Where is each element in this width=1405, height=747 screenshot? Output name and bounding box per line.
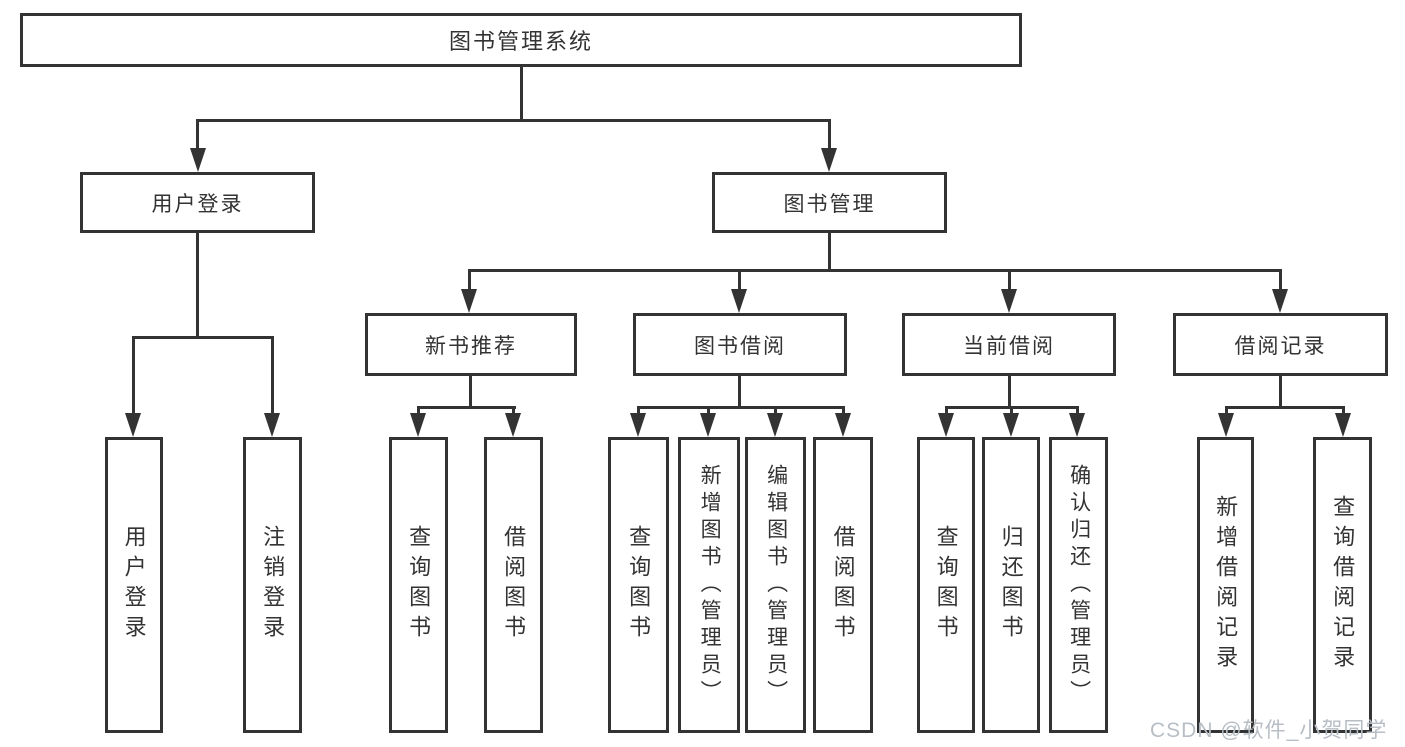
csdn-watermark: CSDN @软件_小贺同学 [1150,719,1388,742]
node-label: 借阅图书 [830,525,856,645]
connector-line [520,67,523,121]
node-label: 新增图书（管理员） [698,463,722,707]
node-borrowing-records: 借阅记录 [1173,313,1388,376]
connector-line [512,406,515,418]
connector-arrowhead [1218,413,1234,437]
connector-arrowhead [821,148,837,172]
leaf-logout: 注销登录 [243,437,302,733]
connector-line [707,406,710,418]
connector-line [468,269,1282,272]
connector-line [271,336,274,416]
leaf-return-book: 归还图书 [982,437,1040,733]
connector-line [828,119,831,152]
connector-arrowhead [630,413,646,437]
connector-line [738,376,741,407]
connector-line [417,406,516,409]
connector-line [1225,406,1228,418]
node-label: 查询图书 [406,525,432,645]
node-new-book-recommendation: 新书推荐 [365,313,577,376]
connector-arrowhead [461,289,477,313]
connector-arrowhead [1069,413,1085,437]
connector-line [132,336,135,416]
connector-line [197,119,831,122]
connector-arrowhead [505,413,521,437]
connector-arrowhead [767,413,783,437]
connector-arrowhead [731,289,747,313]
connector-line [132,336,274,339]
leaf-query-books-current: 查询图书 [917,437,975,733]
connector-line [738,269,741,296]
connector-arrowhead [938,413,954,437]
node-label: 注销登录 [260,525,286,645]
node-label: 用户登录 [151,192,244,216]
node-book-borrowing: 图书借阅 [633,313,847,376]
connector-line [774,406,777,418]
connector-arrowhead [1335,413,1351,437]
node-label: 图书管理 [783,192,876,216]
leaf-query-books-borrow: 查询图书 [608,437,669,733]
node-user-login: 用户登录 [80,172,315,233]
connector-arrowhead [835,413,851,437]
node-label: 确认归还（管理员） [1067,463,1091,707]
leaf-confirm-return-admin: 确认归还（管理员） [1049,437,1108,733]
node-label: 新增借阅记录 [1213,495,1239,675]
node-label: 图书借阅 [694,334,786,358]
node-label: 当前借阅 [963,334,1055,358]
connector-line [842,406,845,418]
connector-arrowhead [1003,413,1019,437]
connector-line [1008,376,1011,407]
leaf-borrow-books: 借阅图书 [813,437,873,733]
connector-arrowhead [190,148,206,172]
node-label: 新书推荐 [425,334,517,358]
node-label: 查询借阅记录 [1330,495,1356,675]
connector-line [1279,269,1282,296]
leaf-add-book-admin: 新增图书（管理员） [678,437,740,733]
leaf-query-borrow-record: 查询借阅记录 [1313,437,1372,733]
node-library-management-system: 图书管理系统 [20,13,1022,67]
connector-arrowhead [700,413,716,437]
connector-arrowhead [125,413,141,437]
connector-line [637,406,845,409]
connector-line [828,233,831,271]
node-label: 编辑图书（管理员） [764,463,788,707]
node-label: 用户登录 [121,525,147,645]
node-label: 查询图书 [933,525,959,645]
leaf-user-login: 用户登录 [105,437,163,733]
leaf-add-borrow-record: 新增借阅记录 [1197,437,1254,733]
node-label: 查询图书 [626,525,652,645]
node-label: 借阅图书 [501,525,527,645]
node-book-management: 图书管理 [712,172,947,233]
connector-line [1076,406,1079,418]
connector-line [468,269,471,296]
connector-line [469,376,472,407]
node-current-borrowing: 当前借阅 [902,313,1116,376]
connector-line [1010,406,1013,418]
node-label: 归还图书 [998,525,1024,645]
connector-arrowhead [264,413,280,437]
connector-line [1342,406,1345,418]
connector-line [945,406,948,418]
connector-line [637,406,640,418]
connector-line [1225,406,1345,409]
node-label: 图书管理系统 [448,29,593,54]
leaf-borrow-books-recommend: 借阅图书 [484,437,543,733]
node-label: 借阅记录 [1234,334,1327,358]
connector-line [417,406,420,418]
connector-line [1279,376,1282,407]
connector-arrowhead [1272,289,1288,313]
connector-arrowhead [1001,289,1017,313]
leaf-edit-book-admin: 编辑图书（管理员） [745,437,806,733]
leaf-query-books-recommend: 查询图书 [389,437,448,733]
connector-line [196,233,199,337]
connector-line [196,119,199,152]
connector-line [1008,269,1011,296]
connector-arrowhead [410,413,426,437]
